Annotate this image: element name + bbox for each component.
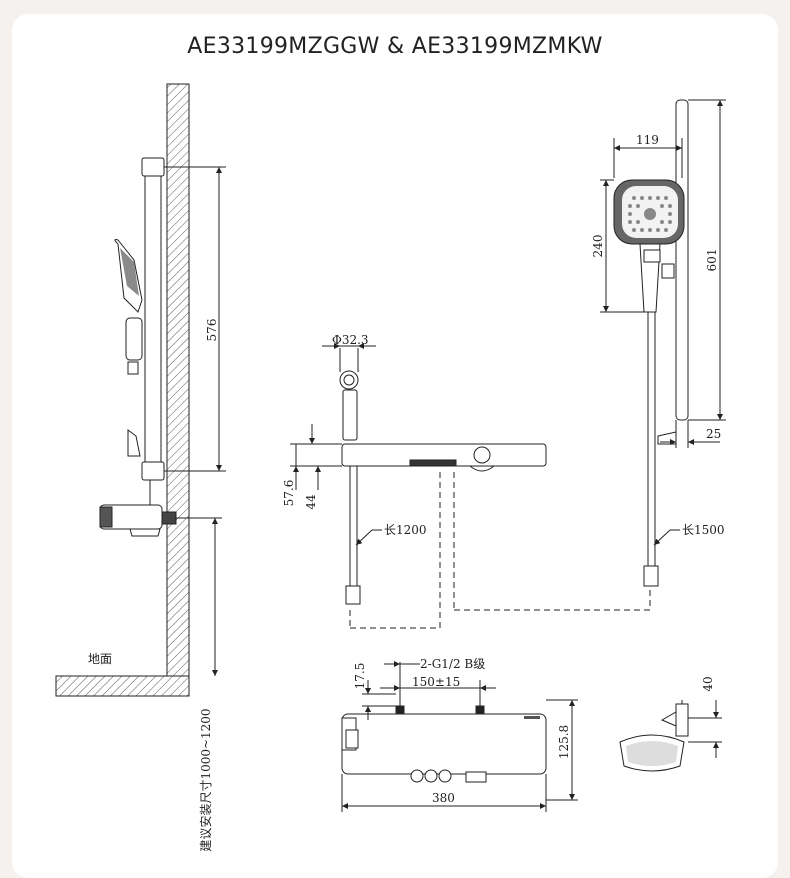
slide-bar xyxy=(144,159,162,481)
dim-25: 25 xyxy=(706,427,721,441)
holder-detail xyxy=(619,700,722,772)
dim-57-6: 57.6 xyxy=(282,480,296,507)
dim-phi32: Φ32.3 xyxy=(332,333,369,347)
rail-view xyxy=(600,99,726,587)
floor-label: 地面 xyxy=(88,652,112,666)
install-height-label: 建议安装尺寸1000~1200 xyxy=(198,708,213,851)
dim-601: 601 xyxy=(705,249,719,272)
dim-44: 44 xyxy=(304,494,318,510)
mixer-detail xyxy=(341,661,578,812)
page-title: AE33199MZGGW & AE33199MZMKW xyxy=(187,34,603,59)
rail-bar xyxy=(675,99,689,421)
dim-119: 119 xyxy=(636,133,659,147)
front-view xyxy=(290,343,651,629)
dim-125-8: 125.8 xyxy=(557,725,571,759)
mixer-body xyxy=(341,713,547,775)
dim-576: 576 xyxy=(205,319,219,342)
wall-hatch xyxy=(166,83,190,677)
hose-left-label: 长1200 xyxy=(384,523,427,537)
dim-240: 240 xyxy=(591,235,605,258)
dim-150: 150±15 xyxy=(412,675,460,689)
dim-380: 380 xyxy=(432,791,455,805)
side-view xyxy=(55,83,226,697)
dim-40: 40 xyxy=(701,676,715,691)
hose-right-label: 长1500 xyxy=(682,523,725,537)
dim-17-5: 17.5 xyxy=(353,663,367,690)
thread-label: 2-G1/2 B级 xyxy=(420,657,485,671)
floor-hatch xyxy=(55,675,190,697)
